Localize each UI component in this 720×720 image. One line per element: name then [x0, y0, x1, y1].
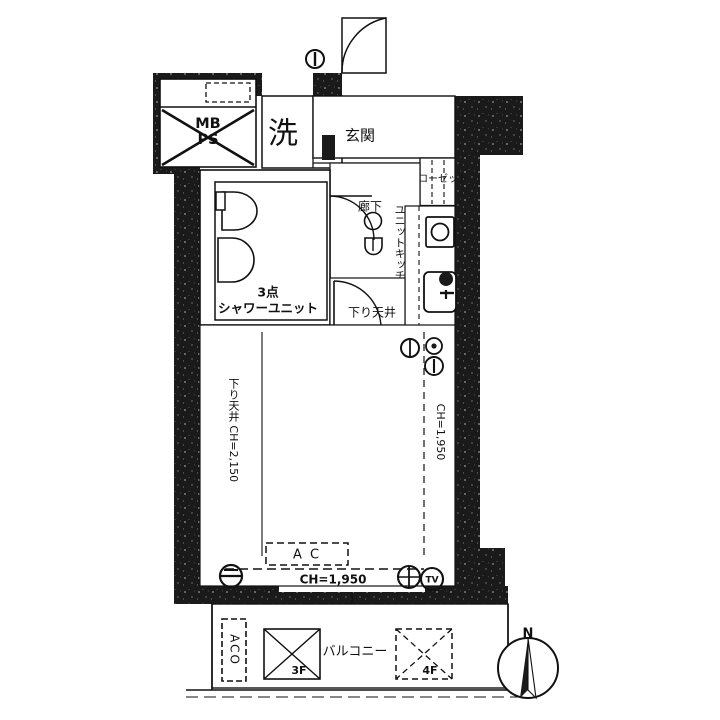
- entrance-door-swing-arc: [341, 17, 387, 74]
- balcony-label: バルコニー: [323, 645, 388, 660]
- kitchen-cooktop: [425, 216, 455, 248]
- meter-box-room: MB PS: [159, 78, 257, 168]
- tv-jack-icon: [419, 566, 445, 592]
- balcony-4f-label: 4F: [422, 664, 437, 677]
- balcony-4f-cross-a: [395, 628, 453, 680]
- entrance-area: 玄関: [305, 17, 456, 164]
- entrance-label: 玄関: [345, 127, 375, 145]
- entrance-outline: [312, 95, 456, 159]
- closet-label: クローゼット: [408, 173, 468, 185]
- balcony-3f-label: 3F: [291, 664, 306, 677]
- meter-box-dashed-box: [205, 82, 251, 103]
- meter-box-cross-b: [161, 108, 255, 167]
- kitchen-faucet-icon: [439, 272, 454, 286]
- corridor-label: 廊下: [358, 199, 382, 214]
- lavatory-icon: [217, 237, 255, 283]
- kitchen-label: ユニットキッチン: [393, 204, 406, 292]
- unit-kitchen: ユニットキッチン: [393, 204, 457, 347]
- meter-box-label-mb: MB: [195, 116, 220, 132]
- kitchen-door-arc: [333, 280, 382, 329]
- lowered-ceiling-room-label: 下り天井 CH=2,150: [227, 378, 240, 482]
- lowered-ceiling-kitchen-label: 下り天井: [348, 306, 396, 320]
- meter-box-outline: [159, 78, 257, 168]
- toilet-icon: [221, 191, 258, 231]
- main-room: 下り天井 CH=2,150 CH=1,950 A C CH=1,950 TV: [199, 324, 456, 592]
- compass-needle-light: [527, 637, 537, 700]
- shower-unit-label-line2: シャワーユニット: [218, 301, 318, 316]
- balcony: ACO 3F バルコニー 4F: [186, 592, 536, 698]
- wall-bottom-right: [480, 586, 508, 604]
- entrance-light-symbol-icon: [305, 49, 325, 69]
- wall-top-right: [386, 73, 523, 155]
- shower-unit-label-line1: 3点: [257, 285, 279, 300]
- ac-unit-box: [265, 542, 349, 566]
- tv-jack-label: TV: [425, 576, 438, 586]
- aco-label: ACO: [228, 634, 242, 666]
- wall-right-main: [455, 155, 480, 550]
- compass-rose: N: [497, 627, 559, 700]
- ac-label: A C: [293, 548, 321, 563]
- wall-top-entry-left: [313, 73, 342, 96]
- corridor-fixture-circle-icon: [363, 211, 383, 231]
- wall-left-main: [174, 170, 200, 602]
- washroom-label: 洗: [268, 117, 298, 152]
- wall-bottom-left: [174, 586, 279, 604]
- balcony-3f-cross-b: [263, 628, 321, 680]
- toilet-tank-icon: [215, 191, 226, 211]
- lowered-ceiling-kitchen-area: 下り天井: [329, 277, 406, 329]
- balcony-outline: [211, 603, 509, 689]
- ceiling-height-bottom-label: CH=1,950: [300, 573, 367, 587]
- kitchen-light-symbol-icon: [424, 356, 444, 376]
- balcony-4f-cross-b: [395, 628, 453, 680]
- meter-box-label-ps: PS: [197, 132, 218, 148]
- compass-north-label: N: [523, 627, 534, 642]
- closet: クローゼット: [408, 157, 468, 208]
- ceiling-height-right-label: CH=1,950: [434, 404, 447, 461]
- entrance-step-wedge: [322, 135, 335, 160]
- aco-box: [221, 618, 247, 682]
- corridor-fixture-basin-icon: [364, 237, 383, 256]
- compass-needle-dark: [520, 638, 528, 698]
- balcony-3f-box: [263, 628, 321, 680]
- kitchen-ceiling-point-dot: [431, 343, 437, 349]
- balcony-4f-box: [395, 628, 453, 680]
- kitchen-ceiling-point-icon: [425, 337, 443, 355]
- kitchen-burner-icon: [430, 222, 450, 242]
- shower-unit-room: 3点 シャワーユニット: [199, 169, 331, 326]
